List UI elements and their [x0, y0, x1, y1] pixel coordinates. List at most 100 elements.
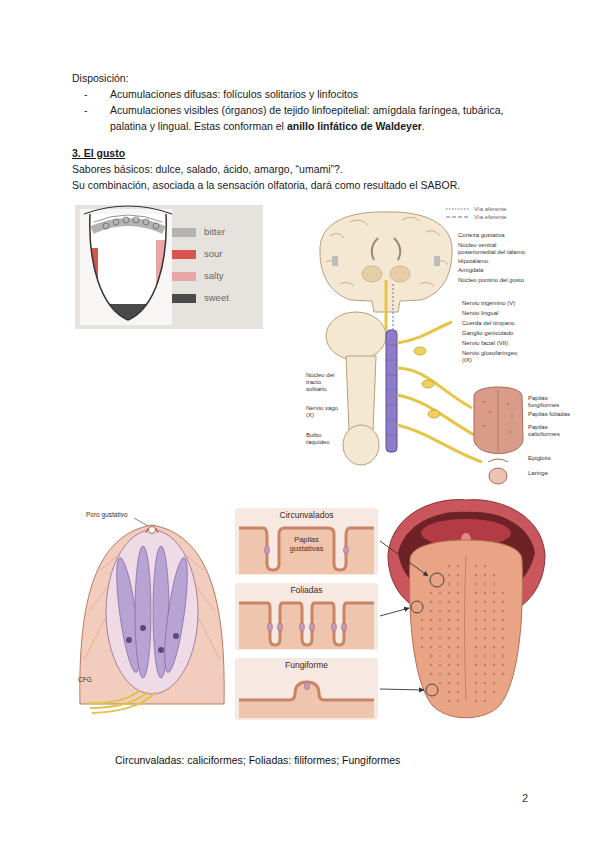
papilla-dots: [457, 583, 459, 585]
anatomy-label: Amígdala: [458, 267, 528, 274]
papilla-dots: [484, 592, 486, 594]
gustatory-pathway-figure: [489, 468, 507, 484]
papilla-dots: [484, 664, 486, 666]
gustatory-pathway-figure: [362, 266, 382, 282]
legend-swatch: [172, 250, 196, 259]
papilla-dots: [421, 637, 423, 639]
papilla-dots: [493, 583, 495, 585]
papilla-dots: [502, 673, 504, 675]
legend-swatch: [172, 228, 196, 237]
papilla-dots: [457, 655, 459, 657]
papilla-dots: [457, 628, 459, 630]
taste-bud-figure: [126, 625, 179, 653]
papilla-dots: [439, 637, 441, 639]
anatomy-label: Nervio trigémino (V): [462, 300, 528, 307]
papilla-dots: [457, 601, 459, 603]
papilla-dots: [448, 565, 450, 567]
papilla-dots: [475, 646, 477, 648]
papilla-dots: [484, 583, 486, 585]
papilla-dots: [457, 682, 459, 684]
taste-map-figure: [133, 217, 139, 223]
legend-entry: sour: [172, 248, 222, 260]
papilla-dots: [484, 646, 486, 648]
bullet-text: .: [422, 120, 425, 132]
papilla-dots: [457, 637, 459, 639]
papilla-panel: CircunvaladosPapilas gustativas: [235, 508, 378, 575]
papilla-dots: [457, 565, 459, 567]
gustatory-pathway-figure: [428, 410, 440, 418]
legend-entry: salty: [172, 270, 224, 282]
taste-map-figure: [123, 217, 129, 223]
bullet-dash: -: [84, 86, 88, 102]
papilla-dots: [502, 619, 504, 621]
papilla-dots: [439, 628, 441, 630]
legend-text: Vía eferente: [474, 213, 507, 221]
papilla-drawing: [268, 623, 273, 631]
gustatory-pathway-figure: [414, 347, 440, 418]
papilla-dots: [439, 601, 441, 603]
papilla-drawing: [342, 623, 347, 631]
taste-bud-figure: [90, 692, 148, 708]
taste-map-figure: [143, 219, 149, 225]
gustatory-pathway-figure: [483, 425, 485, 427]
anatomy-label: CFG: [78, 676, 92, 684]
legend-swatch: [172, 294, 196, 303]
gustatory-pathway-figure: [390, 266, 410, 282]
gustatory-pathway-figure: [509, 431, 511, 433]
papilla-dots: [439, 610, 441, 612]
papilla-drawing: [332, 623, 337, 631]
anatomy-label: Ganglio geniculado: [462, 330, 528, 337]
gustatory-pathway-figure: [326, 312, 386, 360]
legend-line-sample: [446, 209, 470, 210]
body-text: Su combinación, asociada a la sensación …: [72, 177, 592, 193]
tongue-mouth-figure: [388, 500, 545, 718]
gustatory-pathway-figure: [489, 411, 491, 413]
body-text: Sabores básicos: dulce, salado, ácido, a…: [72, 161, 572, 177]
papilla-dots: [475, 700, 477, 702]
legend-entry: bitter: [172, 226, 225, 238]
gustatory-pathway-figure: [386, 330, 397, 452]
gustatory-pathway-figure: [498, 390, 499, 452]
papilla-dots: [493, 691, 495, 693]
gustatory-pathway-figure: [488, 459, 508, 462]
legend-text: bitter: [204, 226, 225, 238]
papilla-dots: [475, 601, 477, 603]
papilla-dots: [493, 664, 495, 666]
papilla-dots: [475, 682, 477, 684]
gustatory-pathway-figure: [332, 256, 338, 266]
papilla-drawing: [305, 682, 310, 690]
tongue-mouth-figure: [430, 573, 444, 587]
papilla-dots: [448, 646, 450, 648]
papilla-dots: [484, 601, 486, 603]
taste-map-figure: [156, 240, 170, 300]
papilla-dots: [421, 646, 423, 648]
papilla-dots: [430, 610, 432, 612]
papilla-dots: [493, 637, 495, 639]
papilla-dots: [493, 646, 495, 648]
taste-bud-figure: [160, 556, 192, 673]
anatomy-label: Hipotálamo: [458, 258, 528, 265]
body-text: Disposición:: [72, 70, 129, 86]
papilla-dots: [484, 700, 486, 702]
leader-line: [380, 689, 424, 690]
taste-bud-figure: [149, 527, 156, 534]
papilla-dots: [502, 610, 504, 612]
taste-bud-figure: [140, 625, 146, 631]
taste-map-figure: [92, 222, 164, 230]
papilla-dots: [502, 592, 504, 594]
anatomy-label: Laringe: [528, 470, 574, 477]
papilla-dots: [421, 628, 423, 630]
papilla-dots: [439, 646, 441, 648]
papilla-dots: [421, 565, 504, 702]
anatomy-label: Corteza gustativa: [458, 232, 528, 239]
gustatory-pathway-figure: [397, 368, 472, 408]
panel-heading: Foliadas: [235, 585, 378, 596]
gustatory-pathway-figure: [372, 238, 401, 260]
legend-line-sample: [446, 217, 470, 218]
papilla-drawing: [239, 603, 374, 649]
gustatory-pathway-figure: [434, 256, 440, 266]
papilla-dots: [493, 601, 495, 603]
papilla-dots: [475, 691, 477, 693]
taste-map-figure: [103, 217, 159, 229]
papilla-dots: [430, 664, 432, 666]
